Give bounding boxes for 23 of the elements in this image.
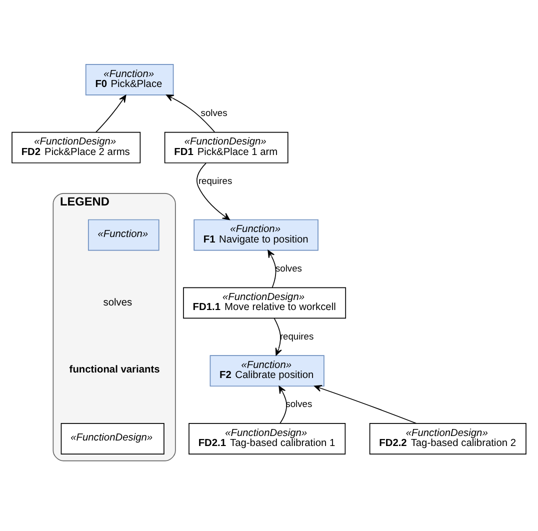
arrow <box>314 384 417 424</box>
arrow <box>274 317 282 356</box>
node-box: «Function» <box>88 218 160 250</box>
arrow <box>166 94 216 132</box>
node-box: «FunctionDesign» FD1 Pick&Place 1 arm <box>164 131 288 163</box>
arrow <box>278 385 287 424</box>
node-box: «FunctionDesign» FD1.1 Move relative to workcell <box>183 286 346 318</box>
node-box: «FunctionDesign» FD2.2 Tag-based calibration 2 <box>369 422 526 454</box>
node-box: «FunctionDesign» <box>60 422 164 454</box>
legend-label: functional variants <box>69 364 160 376</box>
node-box: «Function» F1 Navigate to position <box>194 218 318 250</box>
edge-label: requires <box>280 330 314 341</box>
label: solves <box>103 297 132 308</box>
node-box: «FunctionDesign» FD2.1 Tag-based calibration 1 <box>188 422 346 454</box>
edge-label: solves <box>200 108 228 118</box>
arrow <box>196 162 230 220</box>
edge-label: requires <box>198 175 232 186</box>
node-box: «FunctionDesign» FD2 Pick&Place 2 arms <box>12 131 141 163</box>
arrow <box>268 250 276 288</box>
node-box: «Function» F0 Pick&Place <box>85 63 174 95</box>
edge-label: solves <box>276 262 302 273</box>
node-box: «Function» F2 Calibrate position <box>210 354 324 386</box>
arrow <box>96 94 126 132</box>
